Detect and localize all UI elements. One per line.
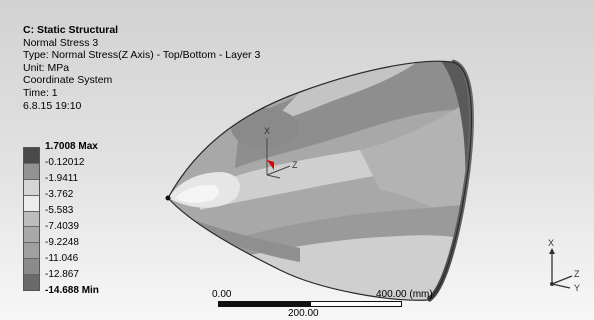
legend-swatch (24, 148, 39, 164)
scale-right-label: 400.00 (mm) (376, 289, 433, 300)
legend-label: -9.2248 (45, 237, 79, 248)
result-type: Type: Normal Stress(Z Axis) - Top/Bottom… (23, 49, 261, 62)
time-label: Time: 1 (23, 86, 58, 99)
coordinate-system-label: Coordinate System (23, 74, 113, 87)
legend-swatch (24, 195, 39, 212)
analysis-title: C: Static Structural (23, 24, 119, 36)
legend-label: -12.867 (45, 269, 79, 280)
scale-segment-light (310, 301, 402, 307)
global-z-axis-label: Z (574, 269, 580, 279)
legend-label: -11.046 (45, 253, 79, 264)
legend-swatch (24, 163, 39, 180)
legend-swatch (24, 179, 39, 196)
global-coordinate-triad[interactable] (540, 236, 590, 296)
legend-swatch (24, 259, 39, 276)
scale-segment-dark (218, 301, 310, 307)
scale-mid-label: 200.00 (288, 308, 319, 319)
legend-swatch (24, 211, 39, 228)
legend-max-label: 1.7008 Max (45, 141, 98, 152)
legend-swatch (24, 227, 39, 244)
legend-label: -3.762 (45, 189, 74, 200)
timestamp: 6.8.15 19:10 (23, 99, 82, 112)
result-name: Normal Stress 3 (23, 36, 99, 49)
model-x-axis-label: X (264, 126, 270, 136)
scale-left-label: 0.00 (212, 289, 232, 300)
model-z-axis-label: Z (292, 160, 298, 170)
legend-label: -0.12012 (45, 157, 85, 168)
global-x-axis-label: X (548, 238, 555, 248)
legend-label: -1.9411 (45, 173, 79, 184)
result-info-panel: C: Static Structural Normal Stress 3 Typ… (23, 24, 260, 112)
global-y-axis-label: Y (574, 283, 581, 293)
model-coordinate-triad (266, 138, 291, 179)
legend-label: -7.4039 (45, 221, 79, 232)
stress-contour-surface (168, 61, 472, 301)
legend-min-label: -14.688 Min (45, 285, 99, 296)
result-unit: Unit: MPa (23, 61, 70, 74)
legend-swatch (24, 275, 39, 291)
legend-swatch (24, 243, 39, 260)
legend-color-bar (23, 147, 40, 291)
legend-label: -5.583 (45, 205, 74, 216)
